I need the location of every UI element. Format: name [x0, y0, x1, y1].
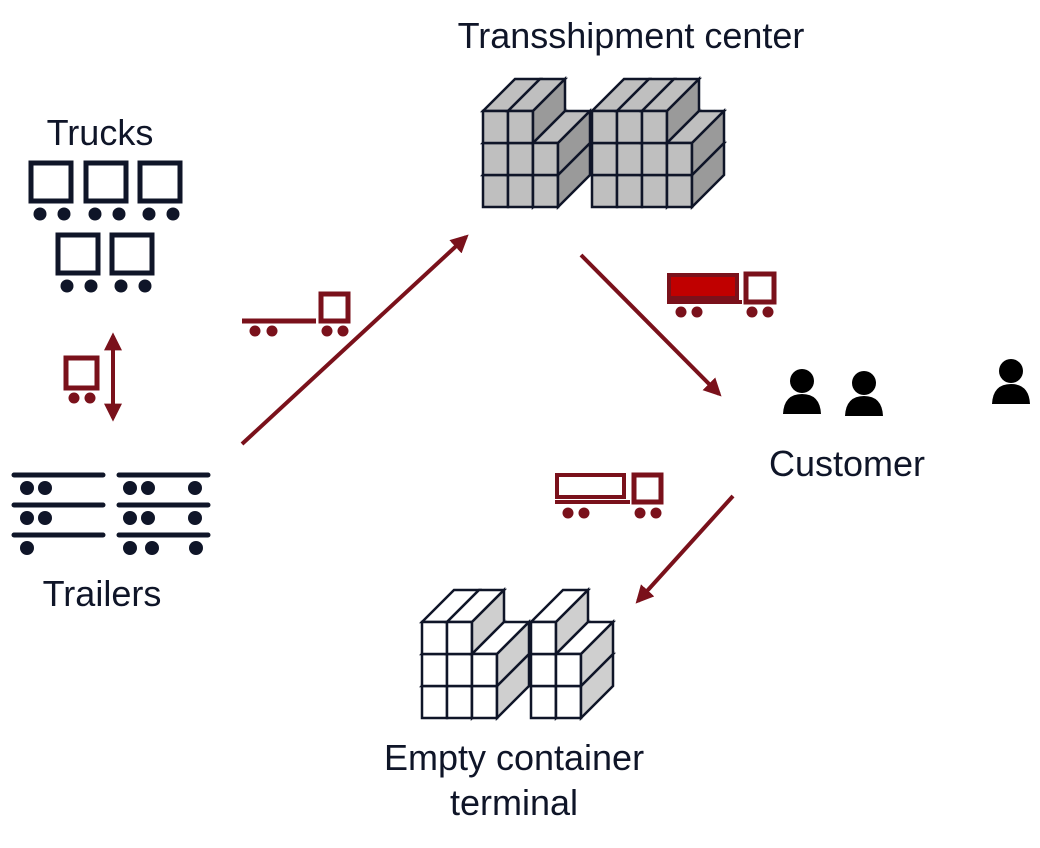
customer-label: Customer	[769, 443, 925, 484]
trailer-icon	[116, 472, 211, 495]
arrow-transshipment-to-customer	[579, 253, 722, 397]
truck-icon	[55, 232, 101, 293]
trailers-group-icon	[11, 472, 211, 555]
transshipment-center-label: Transshipment center	[458, 15, 805, 56]
empty-terminal-label-line2: terminal	[450, 782, 578, 823]
truck-icon	[28, 160, 74, 221]
arrow-customer-to-empty-terminal	[635, 494, 735, 604]
truck-icon	[109, 232, 155, 293]
loaded-truck-icon	[667, 271, 777, 318]
person-icon	[783, 369, 821, 414]
shuttle-icon	[63, 332, 122, 422]
empty-truck-icon	[555, 472, 664, 519]
trailer-to-truck-icon	[242, 291, 351, 337]
trailer-icon	[116, 502, 211, 525]
trucks-group-icon	[28, 160, 183, 293]
arrow-trailers-to-transshipment	[240, 234, 469, 446]
shuttle-truck-icon	[63, 355, 100, 404]
trucks-label: Trucks	[47, 112, 154, 153]
trailer-icon	[11, 472, 106, 495]
trailers-label: Trailers	[43, 573, 162, 614]
trailer-icon	[116, 532, 211, 555]
trailer-icon	[11, 502, 106, 525]
container-stack-icon	[479, 75, 728, 211]
truck-icon	[137, 160, 183, 221]
customers-group-icon	[783, 359, 1030, 416]
trailer-icon	[11, 532, 106, 555]
empty-container-stack-icon	[418, 586, 617, 722]
person-icon	[845, 371, 883, 416]
truck-icon	[83, 160, 129, 221]
person-icon	[992, 359, 1030, 404]
empty-terminal-label-line1: Empty container	[384, 737, 644, 778]
